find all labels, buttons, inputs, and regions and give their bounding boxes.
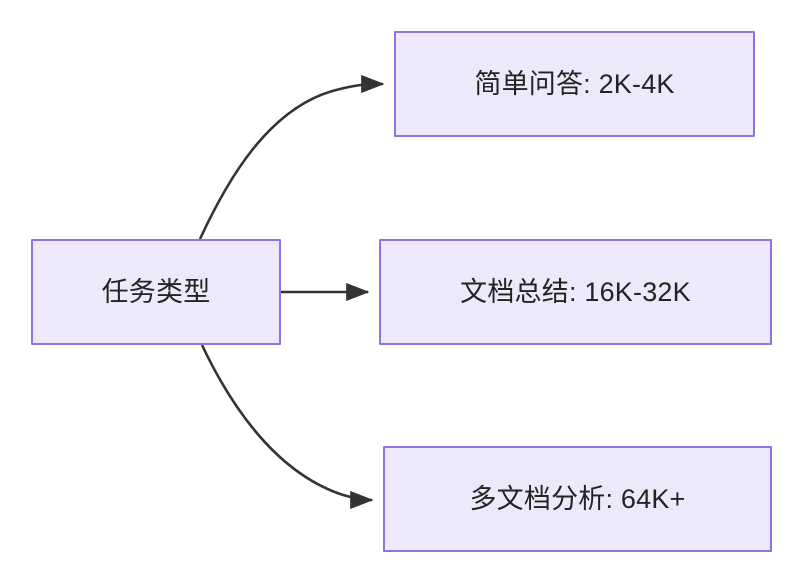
node-simple-qa[interactable]: 简单问答: 2K-4K	[394, 31, 755, 137]
edge-root-to-child-2	[200, 344, 374, 510]
node-label-child-2: 多文档分析: 64K+	[469, 483, 686, 514]
edge-root-to-child-0	[198, 74, 385, 240]
node-label-child-1: 文档总结: 16K-32K	[460, 276, 691, 307]
node-document-summary[interactable]: 文档总结: 16K-32K	[379, 239, 772, 345]
node-multi-document-analysis[interactable]: 多文档分析: 64K+	[383, 446, 772, 552]
node-label-root: 任务类型	[101, 276, 211, 307]
node-label-child-0: 简单问答: 2K-4K	[474, 68, 675, 99]
node-task-type[interactable]: 任务类型	[31, 239, 281, 345]
